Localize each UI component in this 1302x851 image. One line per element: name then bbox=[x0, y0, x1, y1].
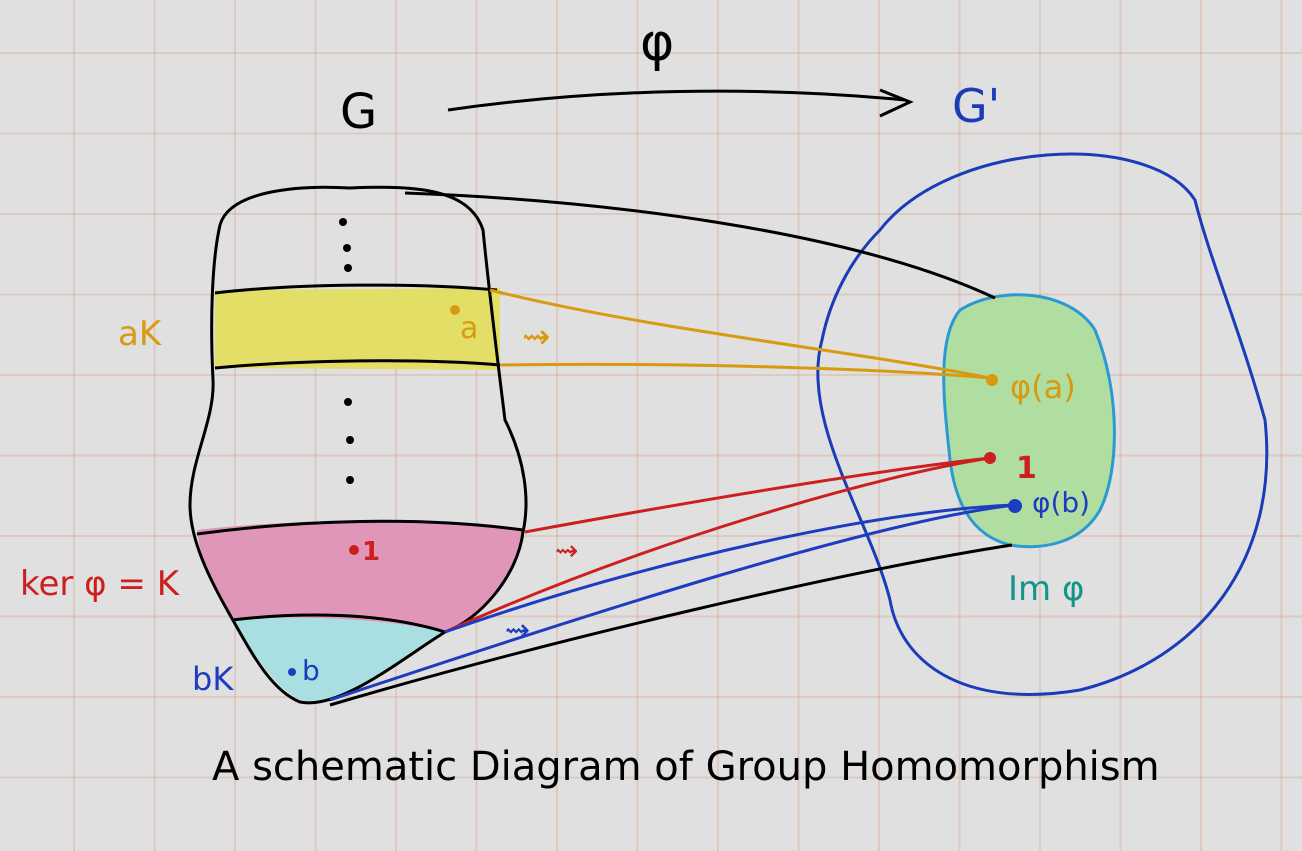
image-b-dot bbox=[1008, 499, 1022, 513]
image-a-dot bbox=[986, 374, 998, 386]
squiggle-arrow-kernel: ⇝ bbox=[555, 534, 578, 567]
map-line-a-top bbox=[489, 288, 991, 380]
map-line-a-bottom bbox=[499, 362, 991, 380]
map-line-kernel-bottom bbox=[444, 456, 991, 634]
image-region bbox=[942, 293, 1116, 549]
element-a-dot bbox=[450, 305, 460, 315]
identity-codomain-label: 1 bbox=[1016, 451, 1037, 486]
element-b-label: b bbox=[302, 654, 320, 687]
domain-group-label: G bbox=[340, 84, 377, 140]
map-line-kernel-top bbox=[524, 456, 991, 534]
map-line-top bbox=[404, 191, 996, 300]
kernel-label: ker φ = K bbox=[20, 564, 181, 604]
codomain-group-label: G' bbox=[952, 79, 1000, 133]
element-a-label: a bbox=[460, 311, 478, 346]
image-label: Im φ bbox=[1008, 569, 1084, 609]
element-b-dot bbox=[288, 668, 296, 676]
ellipsis-dots bbox=[339, 218, 354, 484]
map-arrow bbox=[447, 89, 906, 112]
map-label-phi: φ bbox=[640, 13, 674, 73]
map-arrowhead bbox=[879, 88, 914, 118]
map-line-bottom bbox=[329, 543, 1013, 707]
coset-a-label: aK bbox=[118, 314, 163, 354]
map-line-b-top bbox=[444, 503, 1016, 634]
squiggle-arrow-a: ⇝ bbox=[522, 317, 551, 357]
codomain-group-region bbox=[816, 152, 1269, 696]
coset-b-fill bbox=[232, 617, 445, 703]
identity-dot bbox=[349, 545, 359, 555]
diagram-caption: A schematic Diagram of Group Homomorphis… bbox=[212, 744, 1160, 790]
identity-image-dot bbox=[984, 452, 996, 464]
coset-b-label: bK bbox=[192, 660, 234, 698]
kernel-fill bbox=[197, 521, 523, 632]
image-a-label: φ(a) bbox=[1010, 368, 1076, 406]
map-line-b-bottom bbox=[329, 503, 1016, 702]
identity-domain-label: 1 bbox=[362, 537, 380, 567]
coset-a-fill bbox=[215, 288, 500, 370]
image-b-label: φ(b) bbox=[1032, 486, 1090, 519]
